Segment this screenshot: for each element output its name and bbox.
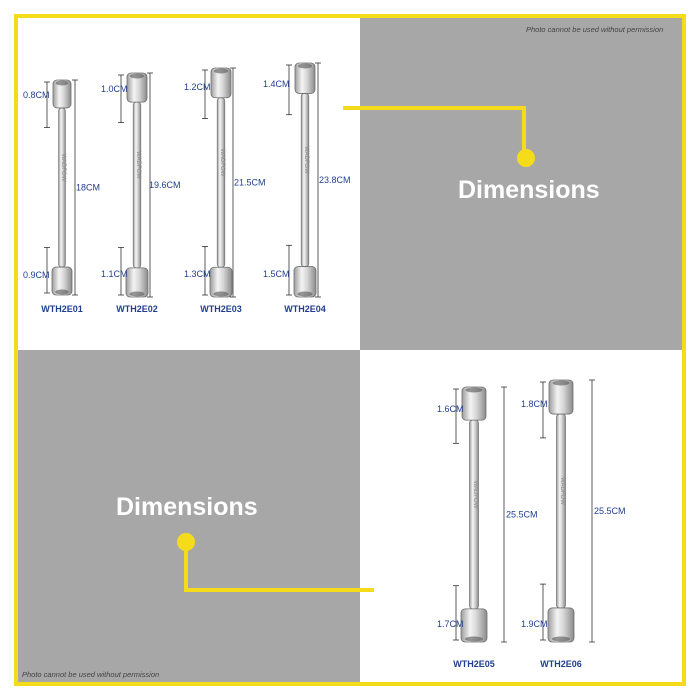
callout-line-top: [343, 106, 526, 158]
panel-top-right: [360, 18, 682, 350]
wrench-bottom-socket: [547, 607, 575, 643]
panel-bottom-left: [18, 350, 360, 682]
wrench-shaft: [58, 107, 66, 268]
wrench-top-socket-opening: [465, 387, 483, 393]
length-label: 19.6CM: [149, 180, 181, 190]
wrench-bottom-socket-opening: [552, 636, 570, 642]
bottom-size-label: 1.1CM: [101, 269, 128, 279]
yellow-frame: [14, 14, 686, 686]
bottom-size-label: 1.9CM: [521, 619, 548, 629]
top-size-label: 1.8CM: [521, 399, 548, 409]
wrench-top-socket: [461, 386, 487, 421]
length-label: 23.8CM: [319, 175, 351, 185]
model-code-label: WTH2E03: [200, 304, 242, 314]
top-size-label: 0.8CM: [23, 90, 50, 100]
wrench-shaft: [216, 97, 226, 268]
top-size-label: 1.2CM: [184, 82, 211, 92]
length-label: 25.5CM: [594, 506, 626, 516]
wrench-shaft: [469, 419, 479, 610]
wrench-top-socket: [548, 379, 574, 415]
wrench-top-socket: [52, 79, 72, 109]
top-size-label: 1.6CM: [437, 404, 464, 414]
wrench-bottom-socket: [51, 266, 73, 296]
permission-notice-bottom: Photo cannot be used without permission: [22, 670, 160, 679]
wrench-bottom-socket: [209, 266, 233, 298]
wrench-top-socket: [294, 62, 316, 94]
callout-line-bottom: [184, 542, 374, 592]
bottom-size-label: 0.9CM: [23, 270, 50, 280]
wrench-top-socket: [126, 72, 148, 103]
bottom-size-label: 1.3CM: [184, 269, 211, 279]
panel-bottom-right: [360, 350, 682, 682]
bottom-size-label: 1.7CM: [437, 619, 464, 629]
wrench-bottom-socket: [460, 608, 488, 643]
callout-dot-top: [517, 149, 535, 167]
wrench-top-socket-opening: [298, 63, 312, 69]
wrench-brand-mark: WADFOW: [303, 146, 309, 174]
wrench-shaft: [556, 413, 566, 609]
dimensions-heading-top: Dimensions: [458, 176, 600, 204]
wrench-brand-mark: WADFOW: [60, 154, 66, 182]
model-code-label: WTH2E02: [116, 304, 158, 314]
length-label: 18CM: [76, 183, 100, 193]
bottom-size-label: 1.5CM: [263, 269, 290, 279]
wrench-brand-mark: WADFOW: [472, 481, 478, 509]
wrench-top-socket-opening: [214, 68, 228, 74]
top-size-label: 1.0CM: [101, 84, 128, 94]
model-code-label: WTH2E05: [453, 659, 495, 669]
wrench-bottom-socket: [125, 267, 149, 298]
model-code-label: WTH2E06: [540, 659, 582, 669]
wrench-top-socket-opening: [552, 380, 570, 386]
callout-dot-bottom: [177, 533, 195, 551]
length-label: 25.5CM: [506, 510, 538, 520]
wrench-brand-mark: WADFOW: [135, 151, 141, 179]
wrench-shaft: [300, 93, 310, 267]
length-label: 21.5CM: [234, 178, 266, 188]
wrench-brand-mark: WADFOW: [559, 477, 565, 505]
wrench-shaft: [132, 101, 142, 269]
wrench-top-socket-opening: [130, 73, 144, 79]
wrench-bottom-socket-opening: [297, 291, 313, 297]
wrench-bottom-socket-opening: [213, 291, 229, 297]
wrench-bottom-socket: [293, 266, 317, 298]
model-code-label: WTH2E04: [284, 304, 326, 314]
dimensions-heading-bottom: Dimensions: [116, 493, 258, 521]
wrench-bottom-socket-opening: [55, 289, 69, 295]
wrench-brand-mark: WADFOW: [219, 149, 225, 177]
wrench-bottom-socket-opening: [129, 291, 145, 297]
wrench-top-socket: [210, 67, 232, 99]
top-size-label: 1.4CM: [263, 79, 290, 89]
wrench-bottom-socket-opening: [465, 636, 483, 642]
wrench-top-socket-opening: [55, 80, 69, 86]
permission-notice-top: Photo cannot be used without permission: [526, 25, 664, 34]
model-code-label: WTH2E01: [41, 304, 83, 314]
